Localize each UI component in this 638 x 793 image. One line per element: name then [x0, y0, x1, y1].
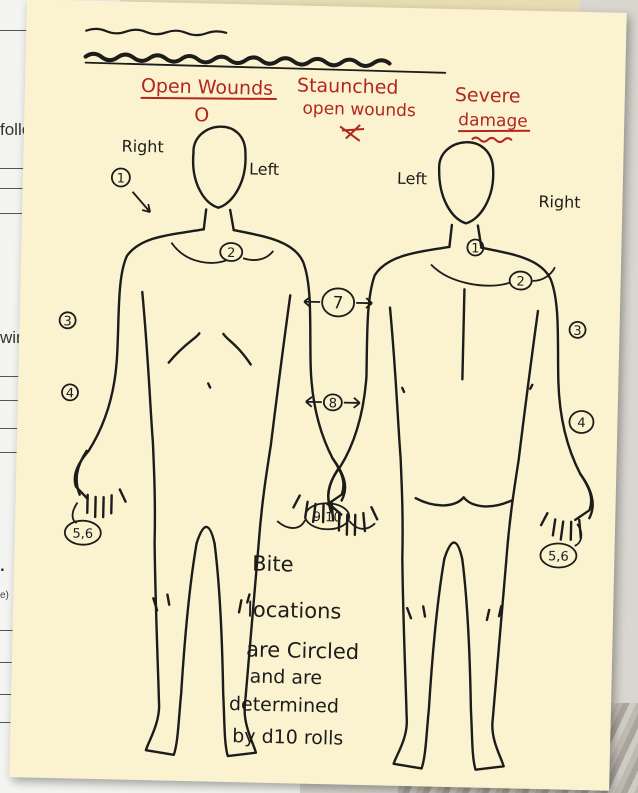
severe-wave-mark — [472, 137, 512, 142]
marker-910: 9,10 — [313, 510, 342, 526]
marker-8: 8 — [328, 396, 337, 411]
front-label-left: Left — [249, 159, 280, 179]
marker-4-front: 4 — [66, 386, 75, 401]
marker-2-back: 2 — [516, 274, 525, 289]
back-label-left: Left — [397, 169, 428, 189]
header-staunched-sub: open wounds — [302, 99, 416, 122]
form-text-fragment: e) — [0, 590, 9, 601]
note-line-3: are Circled — [246, 637, 359, 664]
marker-1-front: 1 — [117, 171, 126, 186]
marker-56-back: 5,6 — [548, 549, 569, 564]
note-line-5: determined — [229, 693, 339, 717]
front-body-outline — [69, 124, 354, 759]
note-line-1: Bite — [252, 552, 294, 577]
note-line-2: locations — [247, 597, 342, 623]
marker-1-back: 1 — [471, 241, 480, 256]
arrow-marker — [72, 502, 77, 522]
header-open-wounds: Open Wounds — [141, 75, 274, 100]
form-text-fragment: . — [0, 556, 5, 576]
back-label-right: Right — [538, 192, 581, 212]
header-severe: Severe — [455, 84, 521, 107]
marker-56-front: 5,6 — [72, 526, 93, 541]
sheet-drawing: Open Wounds O Staunched open wounds Seve… — [9, 0, 626, 791]
back-body-outline — [322, 139, 601, 772]
header-staunched: Staunched — [297, 74, 399, 98]
marker-3-back: 3 — [573, 324, 582, 339]
body-diagram-sheet: Open Wounds O Staunched open wounds Seve… — [9, 0, 626, 791]
marker-2-front: 2 — [227, 246, 236, 261]
front-label-right: Right — [121, 136, 164, 156]
header-open-wounds-mark: O — [194, 104, 209, 126]
note-line-6: by d10 rolls — [232, 725, 344, 750]
arrow-marker — [132, 192, 150, 212]
header-severe-sub: damage — [458, 110, 528, 132]
marker-7: 7 — [332, 293, 343, 313]
bite-location-note: Bite locations are Circled and are deter… — [228, 551, 361, 750]
staunched-cross-mark — [340, 124, 364, 141]
note-line-4: and are — [249, 666, 322, 690]
marker-4-back: 4 — [577, 416, 586, 431]
shoulder-arc-arrow — [431, 265, 555, 288]
marker-3-front: 3 — [63, 314, 72, 329]
scribbled-header — [85, 28, 446, 72]
